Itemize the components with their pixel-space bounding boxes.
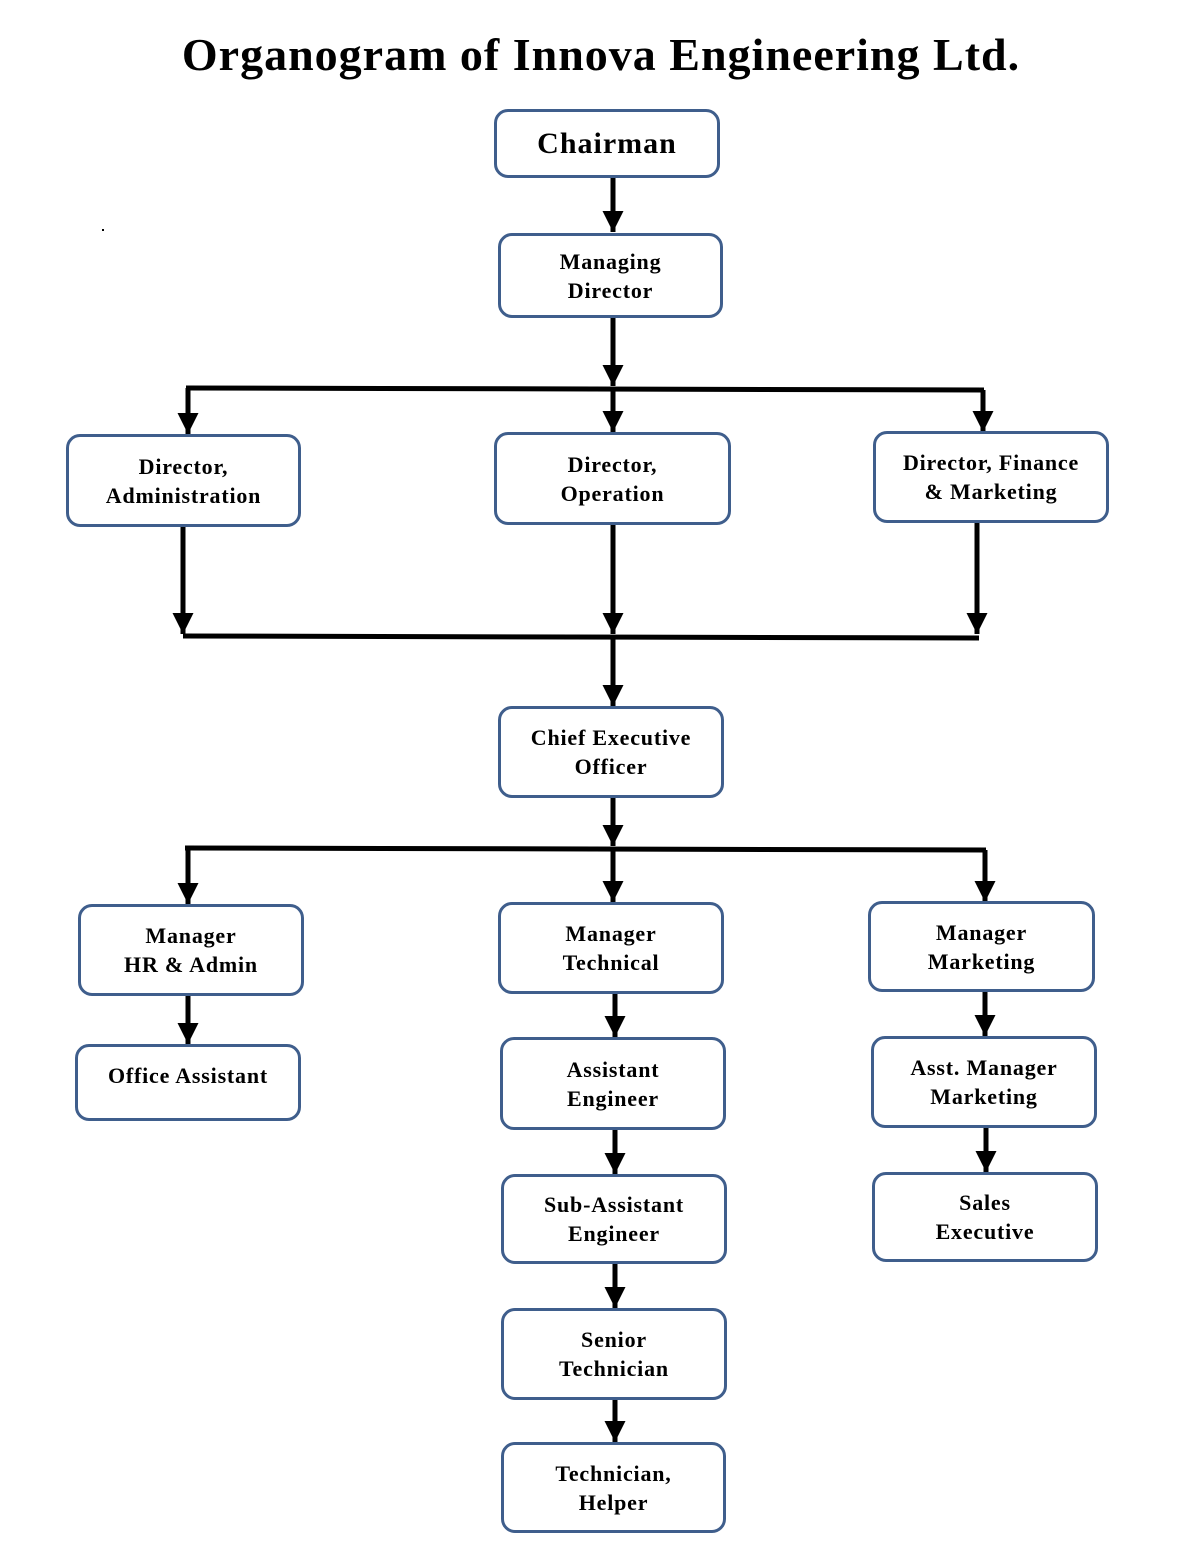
bus-directors [185, 385, 985, 393]
bus-to-ceo [182, 633, 980, 641]
node-director-finance-marketing: Director, Finance & Marketing [873, 431, 1109, 523]
page-title: Organogram of Innova Engineering Ltd. [181, 29, 1021, 80]
bus-managers [184, 845, 987, 853]
node-senior-technician-label: Senior Technician [559, 1327, 669, 1381]
node-office-assistant: Office Assistant [75, 1044, 301, 1121]
node-chairman-label: Chairman [537, 127, 677, 160]
node-assistant-engineer: Assistant Engineer [500, 1037, 726, 1130]
node-director-administration: Director, Administration [66, 434, 301, 527]
node-assistant-engineer-label: Assistant Engineer [566, 1056, 660, 1111]
node-office-assistant-label: Office Assistant [107, 1063, 269, 1088]
node-manager-technical: Manager Technical [498, 902, 724, 994]
node-managing-director-label: Managing Director [559, 248, 662, 303]
node-sales-executive-label: Sales Executive [935, 1190, 1035, 1244]
node-director-administration-label: Director, Administration [105, 453, 262, 508]
node-manager-technical-label: Manager Technical [562, 921, 660, 975]
node-manager-hr-admin: Manager HR & Admin [78, 904, 304, 996]
node-chief-executive-officer-label: Chief Executive Officer [530, 725, 692, 779]
node-chief-executive-officer: Chief Executive Officer [498, 706, 724, 798]
node-director-operation-label: Director, Operation [560, 451, 665, 506]
node-technician-helper: Technician, Helper [501, 1442, 726, 1533]
node-manager-marketing-label: Manager Marketing [927, 919, 1036, 974]
node-managing-director: Managing Director [498, 233, 723, 318]
node-chairman: Chairman [494, 109, 720, 178]
node-asst-manager-marketing-label: Asst. Manager Marketing [910, 1055, 1058, 1109]
node-senior-technician: Senior Technician [501, 1308, 727, 1400]
node-sub-assistant-engineer-label: Sub-Assistant Engineer [543, 1192, 684, 1246]
node-sales-executive: Sales Executive [872, 1172, 1098, 1262]
stray-dot [102, 229, 104, 231]
node-director-operation: Director, Operation [494, 432, 731, 525]
node-manager-hr-admin-label: Manager HR & Admin [124, 923, 258, 977]
node-manager-marketing: Manager Marketing [868, 901, 1095, 992]
node-sub-assistant-engineer: Sub-Assistant Engineer [501, 1174, 727, 1264]
node-director-finance-marketing-label: Director, Finance & Marketing [902, 450, 1080, 504]
node-asst-manager-marketing: Asst. Manager Marketing [871, 1036, 1097, 1128]
node-technician-helper-label: Technician, Helper [555, 1460, 672, 1515]
